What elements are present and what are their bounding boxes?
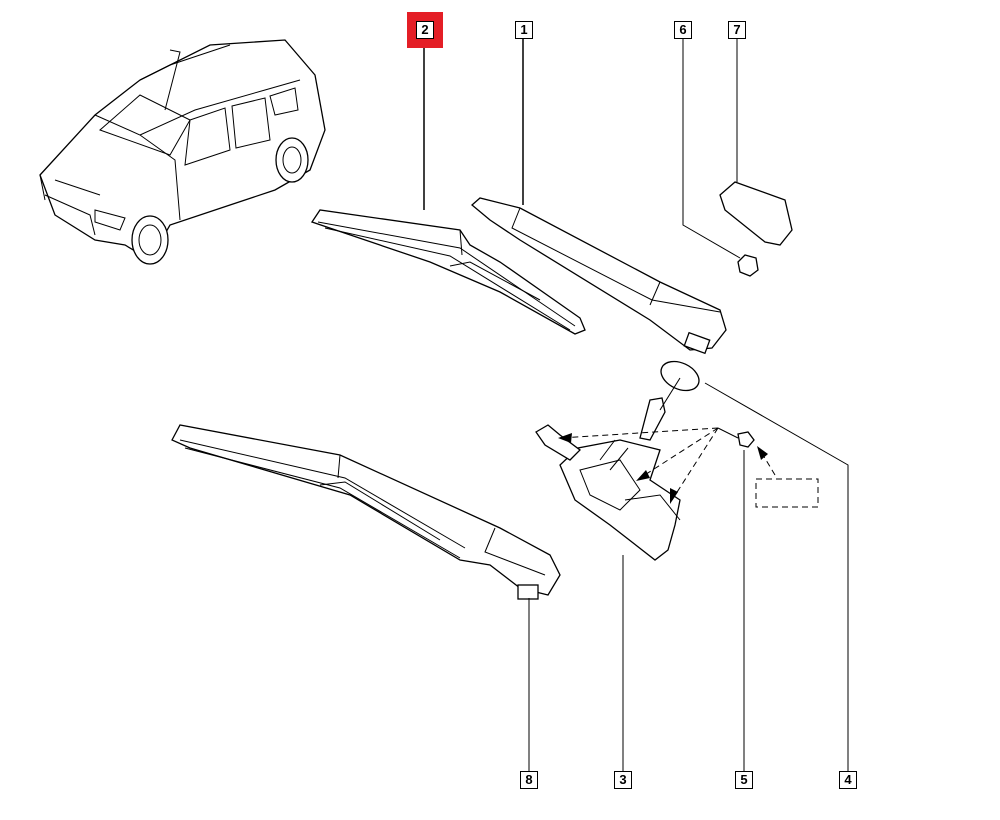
part-5-clip: [737, 431, 755, 448]
callout-8[interactable]: 8: [520, 771, 538, 789]
assembly-guide-lines: [558, 377, 819, 508]
vehicle-illustration: [39, 39, 326, 265]
leader-lines: [423, 38, 849, 771]
callout-1[interactable]: 1: [515, 21, 533, 39]
callout-6[interactable]: 6: [674, 21, 692, 39]
callout-3[interactable]: 3: [614, 771, 632, 789]
part-2-wiper-blade: [310, 209, 586, 335]
part-3-wiper-motor: [535, 397, 681, 561]
part-6-nut: [737, 254, 759, 277]
callout-2-selected[interactable]: 2: [407, 12, 443, 48]
part-7-cap: [719, 181, 793, 246]
part-4-seal: [660, 360, 700, 392]
callout-5[interactable]: 5: [735, 771, 753, 789]
part-8-arm-assembly: [171, 424, 561, 600]
part-1-wiper-arm: [470, 197, 727, 355]
callout-4[interactable]: 4: [839, 771, 857, 789]
callout-7[interactable]: 7: [728, 21, 746, 39]
